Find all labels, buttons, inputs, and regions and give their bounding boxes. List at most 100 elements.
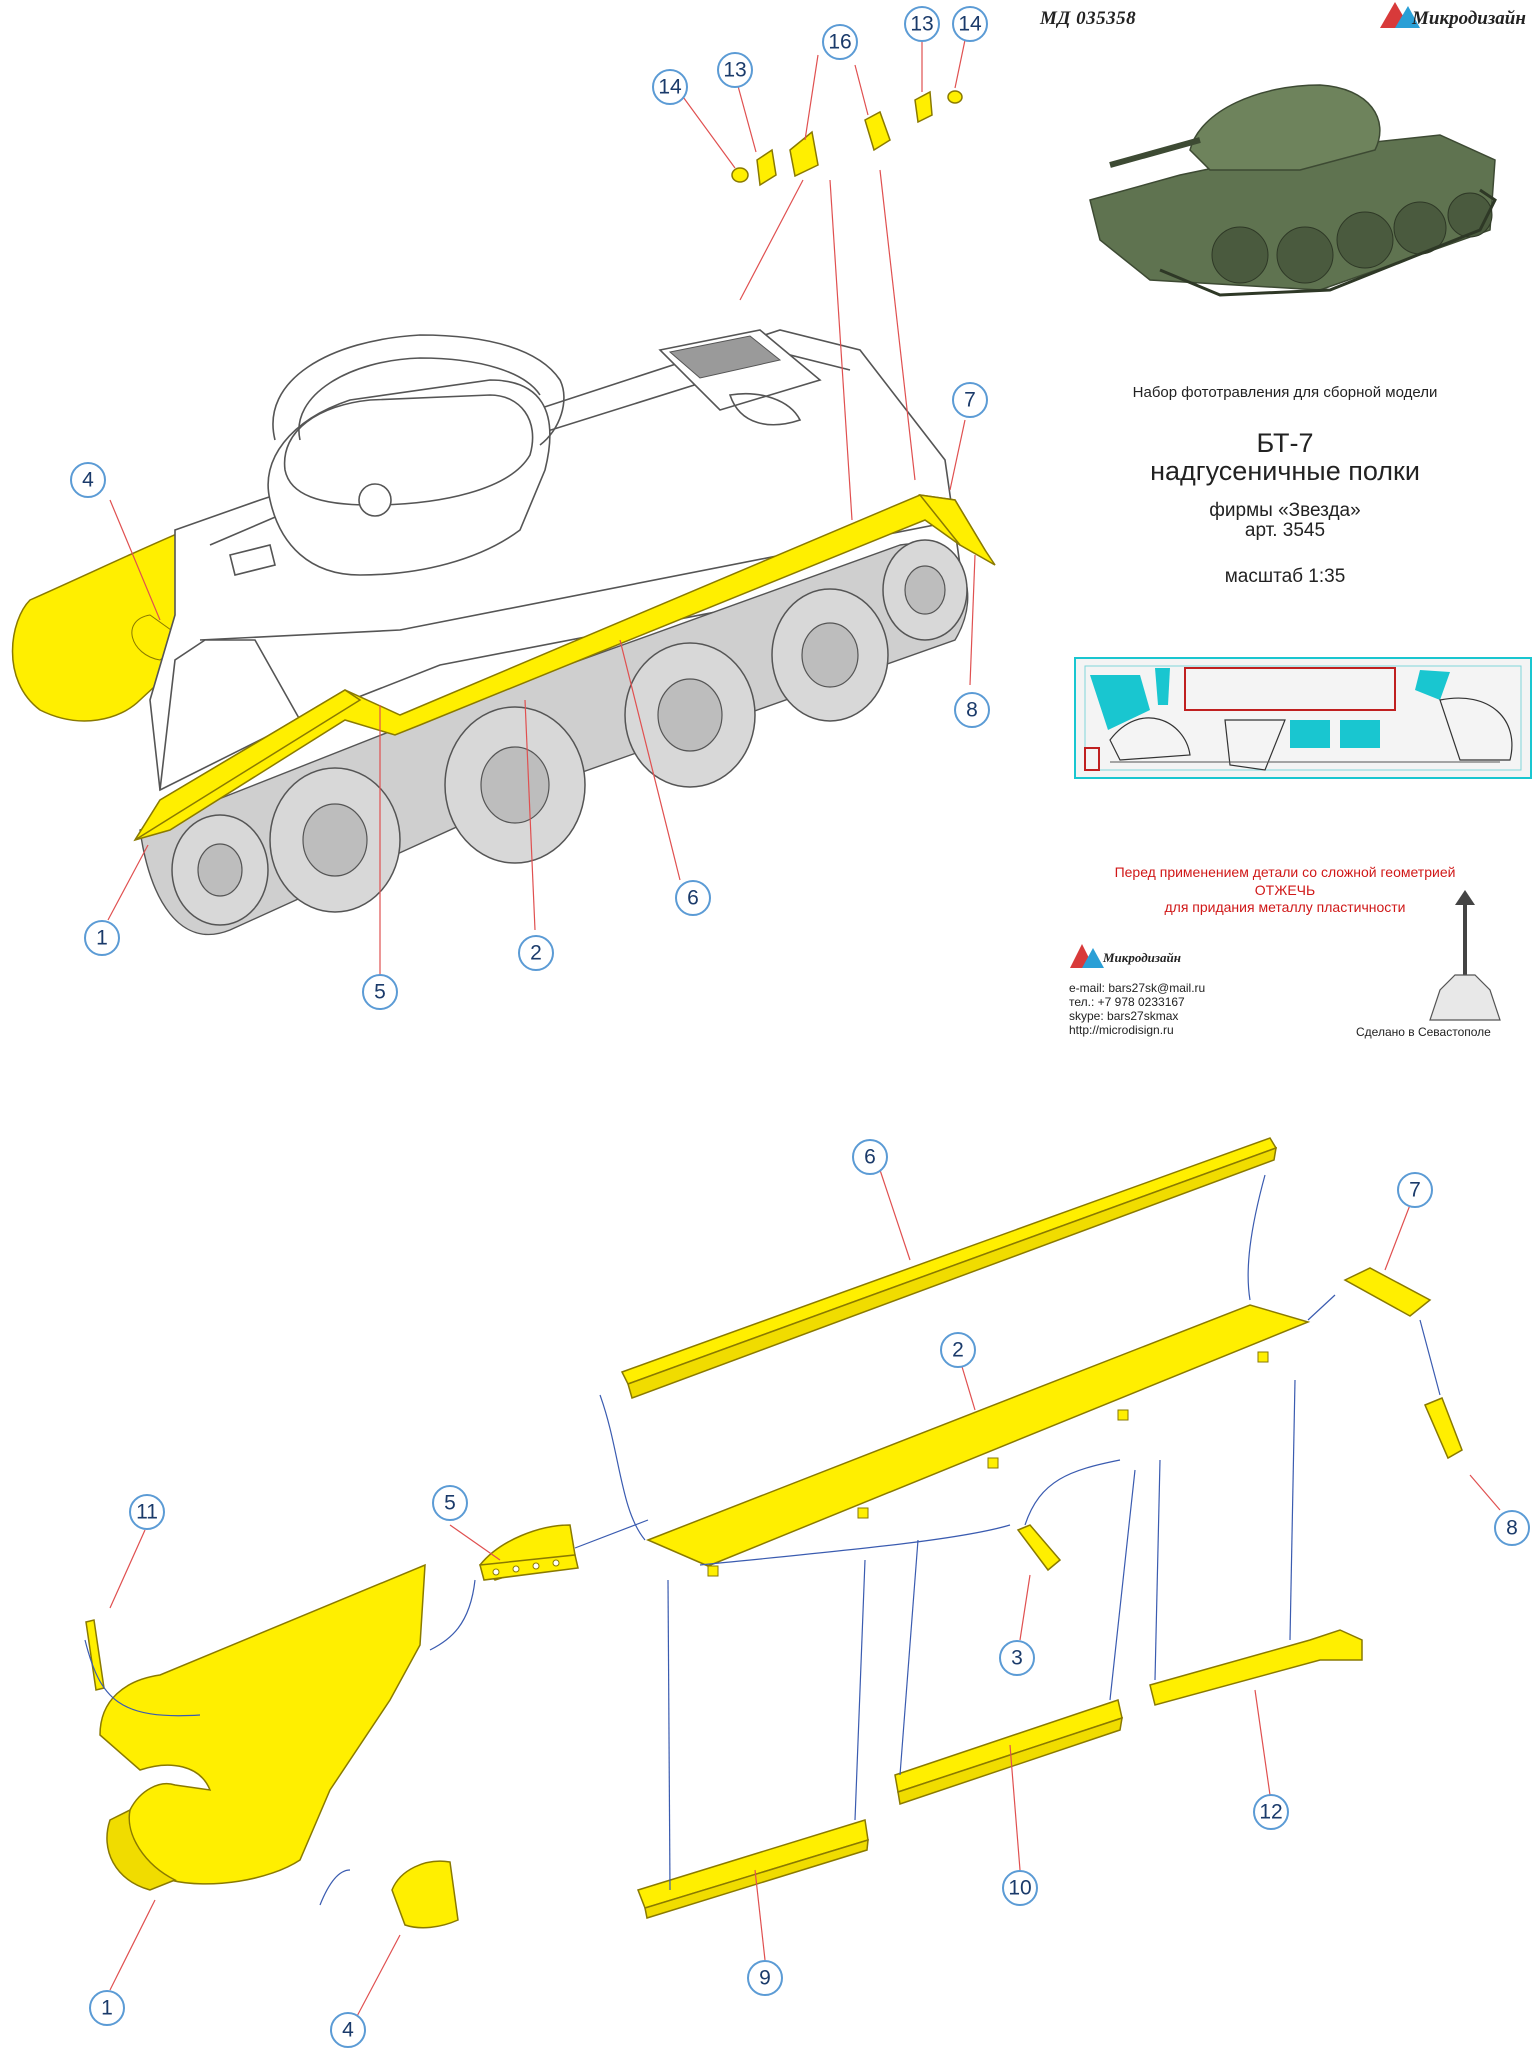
callout-top-7: 7 bbox=[952, 382, 988, 418]
detail-part-16-right bbox=[864, 110, 891, 152]
svg-text:14: 14 bbox=[958, 13, 982, 36]
brand-logo-header bbox=[1380, 2, 1420, 28]
svg-text:11: 11 bbox=[136, 1501, 158, 1524]
scale-label: масштаб 1:35 bbox=[1224, 566, 1346, 587]
svg-text:2: 2 bbox=[952, 1339, 964, 1362]
part-8-plate bbox=[1424, 1397, 1463, 1460]
callout-top-16: 16 bbox=[822, 24, 858, 60]
fret-part-mudguard bbox=[1439, 697, 1513, 761]
turret-periscope bbox=[358, 483, 392, 517]
exploded-view bbox=[84, 1137, 1501, 2021]
callout-bottom-6: 6 bbox=[852, 1139, 888, 1175]
exploded-red-leaders bbox=[109, 1169, 1501, 2021]
exploded-leader-lines bbox=[84, 1174, 1441, 1906]
monument-sketch bbox=[1429, 890, 1501, 1021]
detail-part-13-left bbox=[756, 148, 777, 187]
svg-text:16: 16 bbox=[828, 31, 851, 54]
svg-text:4: 4 bbox=[82, 469, 94, 492]
part-12-bar bbox=[1149, 1629, 1363, 1706]
callout-top-13a: 13 bbox=[717, 52, 753, 88]
callout-bottom-3: 3 bbox=[999, 1640, 1035, 1676]
svg-text:13: 13 bbox=[910, 13, 933, 36]
part-10-bar bbox=[894, 1699, 1123, 1793]
contact-website[interactable]: http://microdisign.ru bbox=[1069, 1023, 1174, 1037]
part-7-plate bbox=[1343, 1267, 1432, 1317]
svg-text:10: 10 bbox=[1008, 1877, 1031, 1900]
contact-phone: тел.: +7 978 0233167 bbox=[1069, 995, 1185, 1009]
part-6-angle-strip-flange bbox=[627, 1146, 1277, 1399]
header-brand-name: Микродизайн bbox=[1412, 8, 1526, 29]
turret-handrail-inner bbox=[298, 357, 541, 441]
svg-text:7: 7 bbox=[1409, 1179, 1421, 1202]
svg-text:2: 2 bbox=[530, 942, 542, 965]
callout-bottom-9: 9 bbox=[747, 1960, 783, 1996]
callout-top-6: 6 bbox=[675, 880, 711, 916]
detail-part-13-right bbox=[914, 90, 933, 124]
fret-part-cyan-4 bbox=[1340, 720, 1380, 748]
callout-top-14b: 14 bbox=[952, 6, 988, 42]
photo-etch-fret bbox=[1074, 657, 1532, 779]
fret-part-red-shelf bbox=[1184, 667, 1396, 711]
callout-bottom-10: 10 bbox=[1002, 1870, 1038, 1906]
part-2-shelf bbox=[646, 1304, 1311, 1567]
callout-bottom-11: 11 bbox=[129, 1494, 165, 1530]
contact-skype: skype: bars27skmax bbox=[1069, 1009, 1179, 1023]
tank-photo bbox=[1089, 84, 1497, 297]
road-wheel-5-hub bbox=[801, 622, 859, 688]
fret-part-mudguard-2 bbox=[1109, 717, 1191, 761]
svg-text:3: 3 bbox=[1011, 1647, 1023, 1670]
fender-rear-assembled bbox=[918, 493, 996, 566]
svg-text:13: 13 bbox=[723, 59, 746, 82]
callout-top-1: 1 bbox=[84, 920, 120, 956]
part-9-bar bbox=[637, 1819, 869, 1909]
fret-part-red-small bbox=[1084, 747, 1100, 771]
top-leader-lines bbox=[107, 35, 976, 975]
callout-bottom-1: 1 bbox=[89, 1990, 125, 2026]
road-wheel-1-hub bbox=[197, 843, 243, 897]
photo-wheel-3 bbox=[1336, 211, 1394, 269]
callout-bottom-8: 8 bbox=[1494, 1510, 1530, 1546]
svg-text:1: 1 bbox=[96, 927, 108, 950]
fret-inner-frame bbox=[1084, 665, 1522, 771]
part-1-mudguard bbox=[99, 1563, 426, 1885]
fret-part-cyan-2 bbox=[1155, 668, 1170, 705]
warning-line-1: Перед применением детали со сложной геом… bbox=[1114, 864, 1456, 880]
warning-line-3: для придания металлу пластичности bbox=[1164, 899, 1406, 915]
contact-email[interactable]: e-mail: bars27sk@mail.ru bbox=[1069, 981, 1206, 995]
photo-wheel-2 bbox=[1276, 226, 1334, 284]
callout-top-4: 4 bbox=[70, 462, 106, 498]
hull-front-plate bbox=[159, 639, 301, 791]
gun-barrel bbox=[229, 544, 276, 576]
part-3-bracket bbox=[1016, 1524, 1062, 1572]
callout-top-14a: 14 bbox=[652, 69, 688, 105]
svg-text:8: 8 bbox=[966, 699, 978, 722]
callout-bottom-7: 7 bbox=[1397, 1172, 1433, 1208]
engine-grille bbox=[668, 335, 782, 379]
svg-text:5: 5 bbox=[444, 1492, 456, 1515]
kit-subtitle: надгусеничные полки bbox=[1150, 456, 1420, 486]
photo-turret bbox=[1189, 84, 1381, 171]
photo-wheel-5 bbox=[1447, 192, 1493, 238]
road-wheels bbox=[171, 539, 968, 926]
detail-part-14-left bbox=[731, 167, 749, 183]
brand-logo-footer bbox=[1070, 944, 1104, 968]
detail-part-14-right bbox=[947, 90, 963, 104]
intro-text: Набор фототравления для сборной модели bbox=[1132, 384, 1438, 401]
svg-text:4: 4 bbox=[342, 2019, 354, 2042]
engine-exhaust bbox=[728, 392, 802, 426]
callout-top-2: 2 bbox=[518, 935, 554, 971]
tank-assembly-view bbox=[11, 35, 996, 975]
callout-bottom-5: 5 bbox=[432, 1485, 468, 1521]
photo-wheel-1 bbox=[1211, 226, 1269, 284]
fret-part-cyan-3 bbox=[1415, 670, 1450, 700]
callout-top-8: 8 bbox=[954, 692, 990, 728]
road-wheel-4-hub bbox=[657, 678, 723, 752]
detail-part-16-left bbox=[789, 130, 819, 178]
manufacturer: фирмы «Звезда» bbox=[1209, 500, 1361, 521]
photo-gun bbox=[1109, 137, 1201, 168]
callout-bottom-4: 4 bbox=[330, 2012, 366, 2048]
part-10-bar-side bbox=[897, 1716, 1123, 1805]
kit-title: БТ-7 bbox=[1256, 428, 1314, 458]
